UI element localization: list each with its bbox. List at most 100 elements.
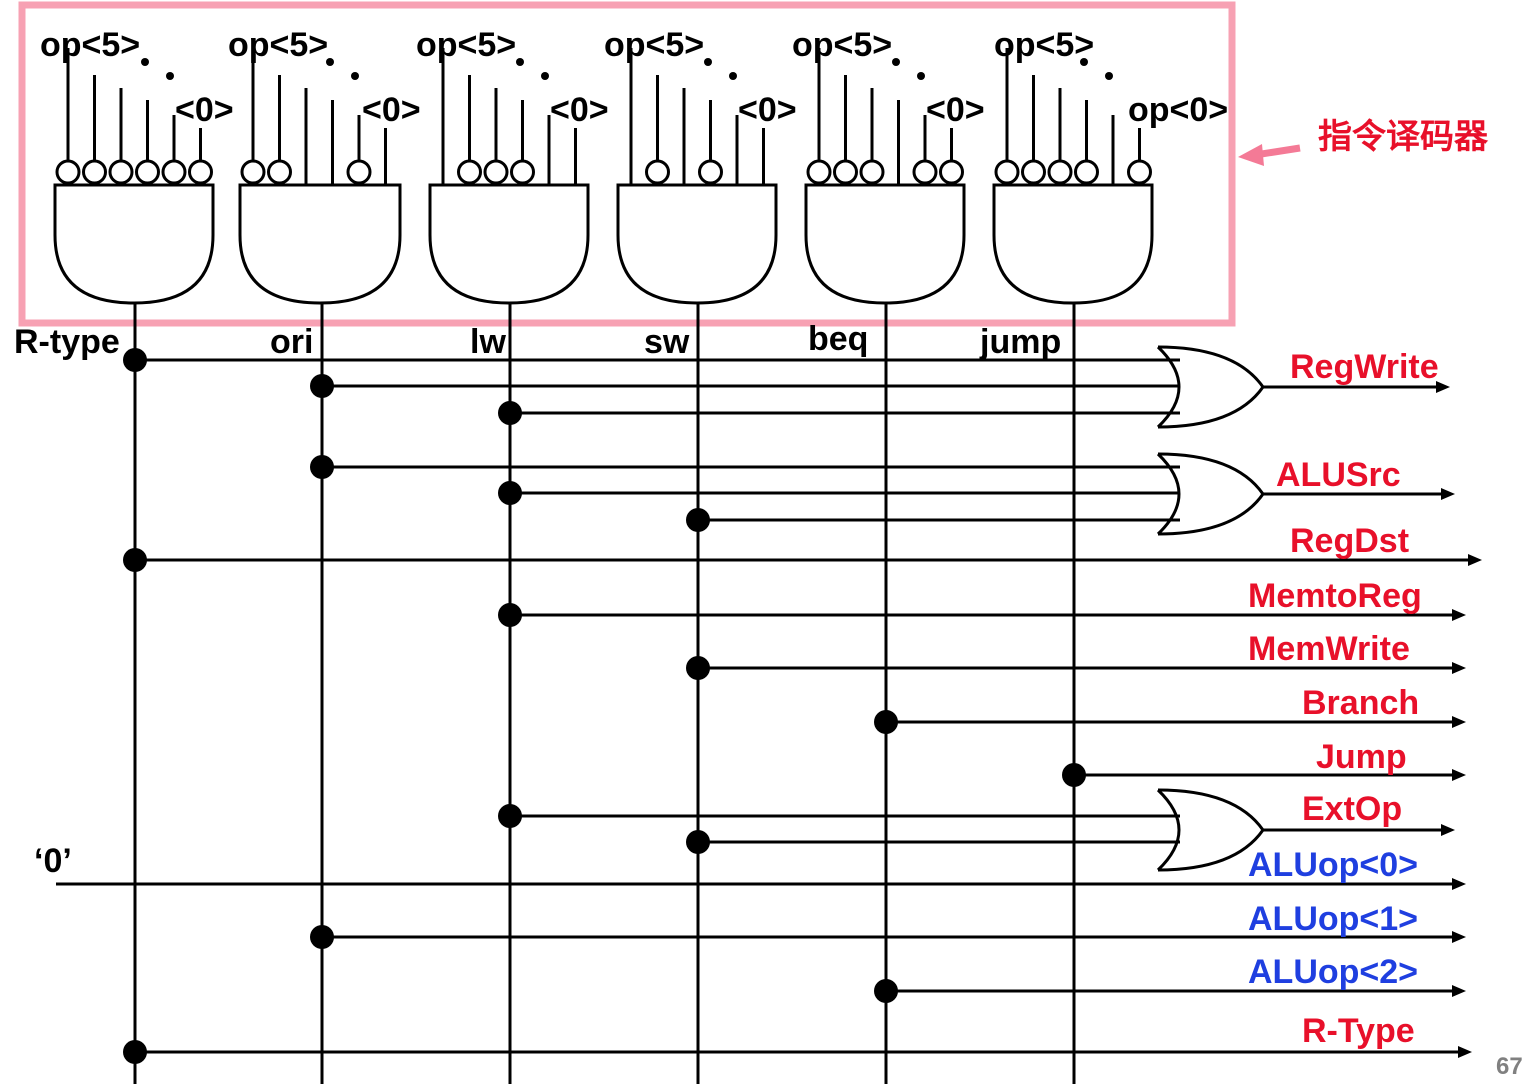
ellipsis-dots	[141, 58, 1113, 80]
instruction-labels: R-type ori lw sw beq jump	[14, 320, 1061, 361]
decoder-label: 指令译码器	[1318, 117, 1489, 157]
and-gate-body	[616, 183, 778, 305]
arrowhead-icon	[1452, 662, 1466, 674]
gate-lw-op5-label: op<5>	[416, 26, 516, 64]
inverter-bubble	[346, 159, 372, 185]
inverter-bubble	[698, 159, 723, 185]
junction-dot	[498, 804, 522, 828]
inverter-bubble	[108, 159, 134, 185]
arrowhead-icon	[1452, 878, 1466, 890]
junction-dot	[123, 1040, 147, 1064]
inverter-bubble	[161, 159, 187, 185]
output-arrows	[1263, 381, 1482, 1058]
and-gates	[53, 48, 1154, 305]
and-gate-body	[238, 183, 402, 305]
inverter-bubble	[1127, 159, 1152, 185]
or-gate-back	[1156, 452, 1181, 536]
and-gate-body	[428, 183, 590, 305]
decoder-arrow-icon	[1238, 144, 1301, 166]
inverter-bubble	[806, 159, 832, 185]
instruction-sw: sw	[644, 323, 690, 361]
gate-sw-op0-label: <0>	[738, 91, 797, 129]
inverter-bubble	[1021, 159, 1046, 185]
inverter-bubble	[510, 159, 535, 185]
junction-dot	[310, 374, 334, 398]
arrowhead-icon	[1452, 985, 1466, 997]
signal-regdst: RegDst	[1290, 522, 1409, 560]
instruction-beq: beq	[808, 320, 868, 358]
gate-rtype-op0-label: <0>	[175, 91, 234, 129]
junction-dot	[686, 656, 710, 680]
and-gate-body	[804, 183, 966, 305]
ellipsis-dot	[351, 72, 359, 80]
or-gate-back	[1156, 345, 1181, 429]
inverter-bubble	[55, 159, 81, 185]
ellipsis-dot	[166, 72, 174, 80]
inverter-bubble	[645, 159, 670, 185]
signal-regwrite: RegWrite	[1290, 348, 1439, 386]
junction-dot	[498, 401, 522, 425]
inverter-bubble	[188, 159, 213, 185]
and-gate-lw	[428, 48, 590, 305]
inverter-bubble	[457, 159, 482, 185]
ellipsis-dot	[704, 58, 712, 66]
inverter-bubble	[483, 159, 509, 185]
junction-dot	[123, 548, 147, 572]
and-gate-body	[992, 183, 1154, 305]
signal-aluop1: ALUop<1>	[1248, 900, 1418, 938]
ellipsis-dot	[1105, 72, 1113, 80]
gate-labels: op<5> <0> op<5> <0> op<5> <0> op<5> <0> …	[40, 26, 1228, 129]
arrowhead-icon	[1436, 381, 1450, 393]
gate-ori-op5-label: op<5>	[228, 26, 328, 64]
ellipsis-dot	[892, 58, 900, 66]
signal-rtype: R-Type	[1302, 1012, 1415, 1050]
instruction-rtype: R-type	[14, 323, 120, 361]
junction-dot	[310, 455, 334, 479]
inverter-bubble	[1074, 159, 1099, 185]
and-gate-sw	[616, 48, 778, 305]
signal-branch: Branch	[1302, 684, 1419, 722]
junction-dot	[686, 830, 710, 854]
ellipsis-dot	[729, 72, 737, 80]
signal-alusrc: ALUSrc	[1276, 456, 1401, 494]
signal-extop: ExtOp	[1302, 790, 1402, 828]
gate-beq-op5-label: op<5>	[792, 26, 892, 64]
inverter-bubble	[1047, 159, 1073, 185]
ellipsis-dot	[541, 72, 549, 80]
zero-input-label: ‘0’	[34, 842, 72, 880]
decoder-highlight-box	[18, 1, 1236, 327]
inverter-bubble	[833, 159, 858, 185]
ellipsis-dot	[326, 58, 334, 66]
junction-dot	[123, 348, 147, 372]
gate-beq-op0-label: <0>	[926, 91, 985, 129]
signal-memwrite: MemWrite	[1248, 630, 1410, 668]
ellipsis-dot	[917, 72, 925, 80]
vertical-wires	[133, 303, 1076, 1084]
junction-dot	[498, 481, 522, 505]
gate-lw-op0-label: <0>	[550, 91, 609, 129]
arrowhead-icon	[1441, 488, 1455, 500]
instruction-lw: lw	[470, 323, 506, 361]
signal-memtoreg: MemtoReg	[1248, 577, 1422, 615]
horizontal-wires	[56, 358, 1470, 1054]
inverter-bubble	[939, 159, 964, 185]
junction-dot	[874, 979, 898, 1003]
inverter-bubble	[859, 159, 885, 185]
gate-rtype-op5-label: op<5>	[40, 26, 140, 64]
junction-dot	[498, 603, 522, 627]
arrowhead-icon	[1441, 824, 1455, 836]
inverter-bubble	[267, 159, 292, 185]
signal-jump: Jump	[1316, 738, 1407, 776]
wire-junctions	[123, 348, 1086, 1064]
signal-aluop0: ALUop<0>	[1248, 846, 1418, 884]
junction-dot	[1062, 763, 1086, 787]
gate-sw-op5-label: op<5>	[604, 26, 704, 64]
arrowhead-icon	[1458, 1046, 1472, 1058]
junction-dot	[310, 925, 334, 949]
inverter-bubble	[135, 159, 160, 185]
gate-jump-op0-label: op<0>	[1128, 91, 1228, 129]
inverter-bubble	[240, 159, 266, 185]
gate-ori-op0-label: <0>	[362, 91, 421, 129]
gate-jump-op5-label: op<5>	[994, 26, 1094, 64]
